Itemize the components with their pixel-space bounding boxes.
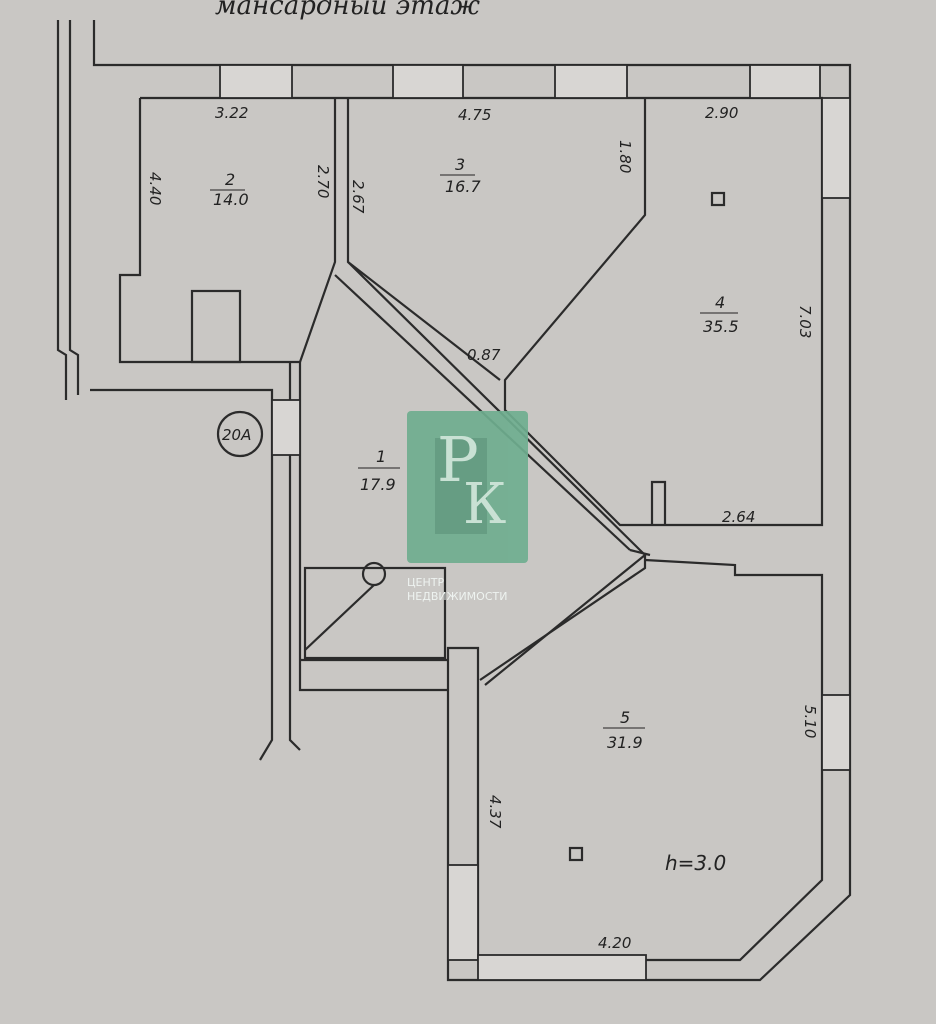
room-2: 2 14.0	[210, 170, 249, 209]
watermark-logo: Р К	[407, 411, 528, 563]
dim-label: 7.03	[796, 305, 814, 338]
dim-label: 5.10	[801, 705, 819, 738]
dim-label: 2.70	[314, 165, 332, 198]
svg-text:3: 3	[455, 155, 465, 174]
windows	[219, 64, 851, 981]
dim-label: 2.64	[722, 508, 755, 526]
plan-title: мансардный этаж	[215, 0, 480, 21]
room-3: 3 16.7	[440, 155, 481, 196]
room-4: 4 35.5	[700, 293, 739, 336]
ceiling-height: h=3.0	[665, 851, 726, 875]
dim-label: 0.87	[467, 346, 501, 364]
svg-text:5: 5	[620, 708, 630, 727]
svg-text:31.9: 31.9	[607, 733, 643, 752]
svg-text:16.7: 16.7	[445, 177, 481, 196]
svg-text:2: 2	[225, 170, 235, 189]
svg-text:35.5: 35.5	[703, 317, 739, 336]
dim-label: 2.90	[705, 104, 738, 122]
dim-label: 4.37	[486, 795, 504, 829]
svg-text:17.9: 17.9	[360, 475, 396, 494]
svg-text:4: 4	[715, 293, 725, 312]
dim-label: 3.22	[215, 104, 248, 122]
room-5: 5 31.9	[603, 708, 645, 752]
dim-label: 4.20	[598, 934, 631, 952]
svg-text:14.0: 14.0	[213, 190, 249, 209]
watermark-text: ЦЕНТР НЕДВИЖИМОСТИ	[407, 576, 508, 603]
dim-label: 4.40	[146, 172, 164, 205]
room-1: 1 17.9	[358, 447, 400, 494]
dim-label: 2.67	[349, 180, 367, 214]
marker-label: 20А	[222, 426, 251, 444]
dim-label: 4.75	[458, 106, 491, 124]
dim-label: 1.80	[616, 140, 634, 173]
svg-text:1: 1	[376, 447, 386, 466]
